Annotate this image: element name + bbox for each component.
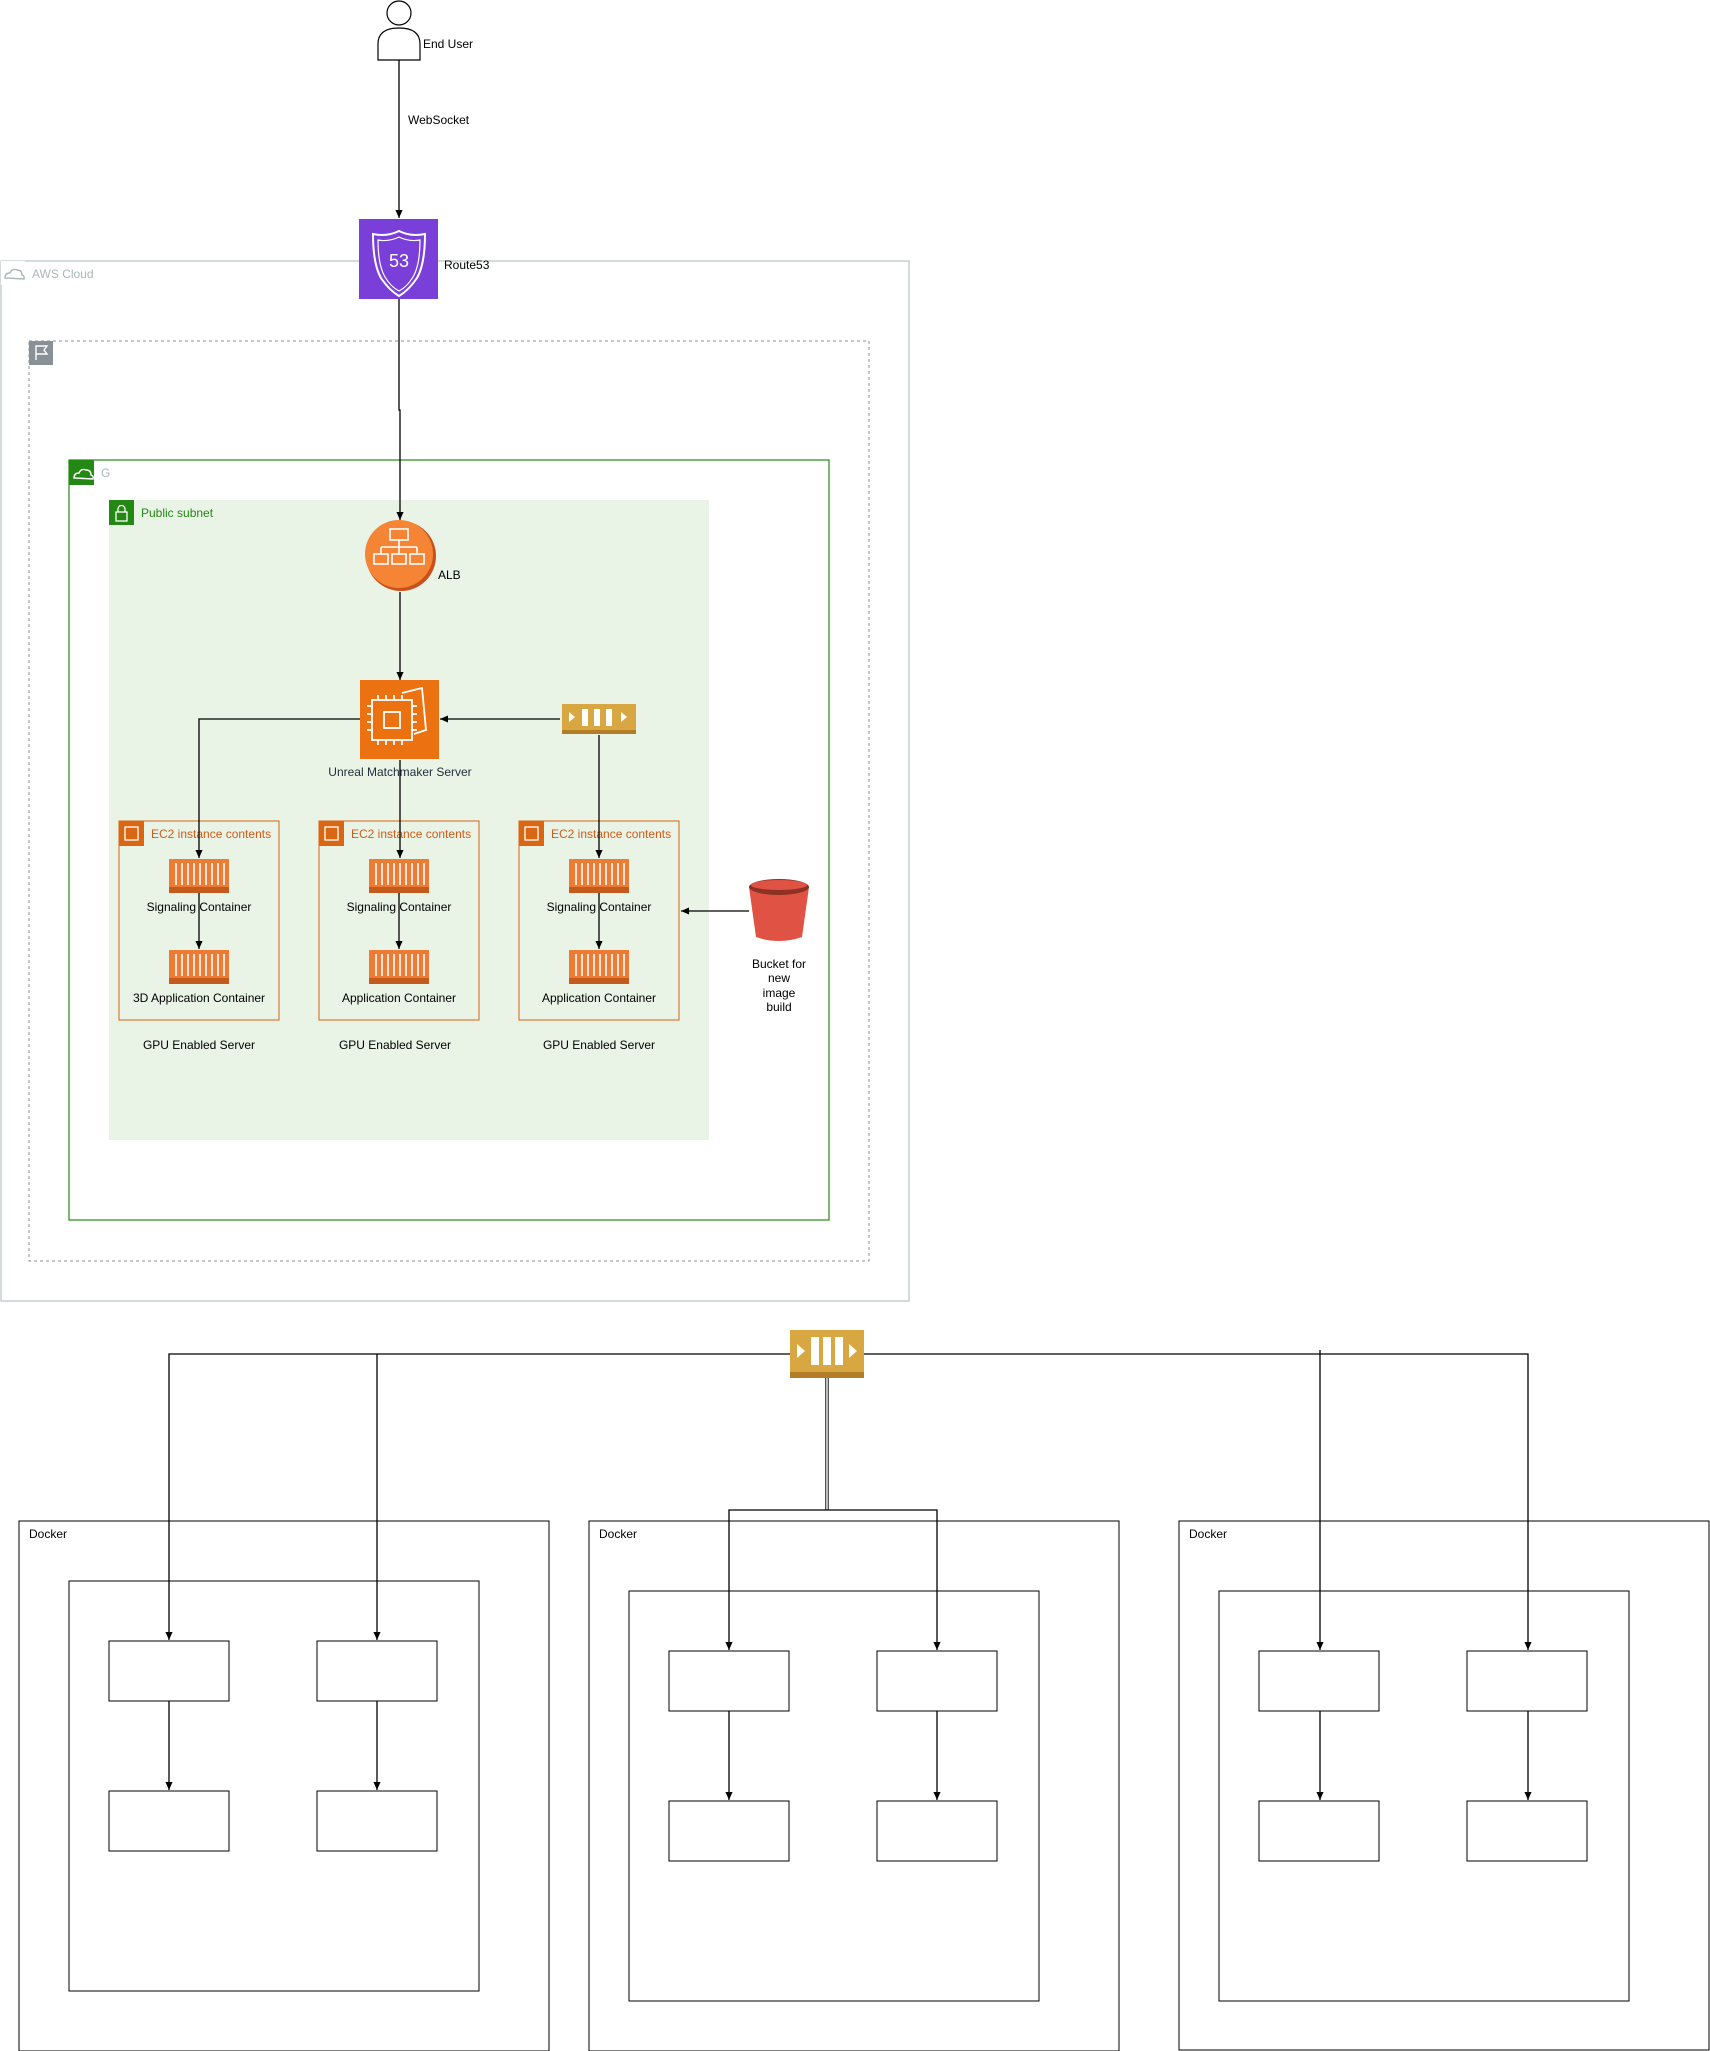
docker-node[interactable] [668,1800,790,1862]
alb-label: ALB [438,568,461,582]
gpu-server-label: GPU Enabled Server [543,1038,655,1052]
docker-node[interactable] [108,1640,230,1702]
route53-glyph: 53 [389,251,409,271]
route53-label: Route53 [444,258,490,272]
s3-bucket-icon[interactable] [749,879,809,941]
application-container-label: 3D Application Container [133,991,265,1005]
upper-edges [195,60,749,949]
end-user-label: End User [423,37,473,51]
flag-icon [29,341,53,365]
application-container-label: Application Container [542,991,656,1005]
ec2-group-3: EC2 instance contents [518,820,680,1021]
websocket-label: WebSocket [408,113,470,127]
bucket-label-line2: new [768,971,790,985]
container-icon[interactable] [568,858,630,894]
bucket-label-line1: Bucket for [752,957,806,971]
public-subnet-group: Public subnet [109,500,709,1140]
signaling-container-label: Signaling Container [147,900,252,914]
container-icon[interactable] [168,949,230,985]
docker-label: Docker [599,1527,637,1541]
user-icon[interactable] [377,0,421,61]
docker-node[interactable] [108,1790,230,1852]
gpu-server-label: GPU Enabled Server [143,1038,255,1052]
queue-icon[interactable] [562,704,636,734]
docker-label: Docker [29,1527,67,1541]
ec2-group-title: EC2 instance contents [551,827,671,841]
queue-icon[interactable] [790,1330,864,1378]
edge-queue-docker2-left [725,1509,827,1650]
docker-panel-3: Docker [1178,1520,1710,2051]
lock-icon [109,500,134,525]
ec2-group-title: EC2 instance contents [351,827,471,841]
region-group [28,340,870,1262]
ec2-group-icon [319,821,344,846]
edge-queue-docker2-right [827,1509,941,1650]
signaling-container-label: Signaling Container [547,900,652,914]
matchmaker-label: Unreal Matchmaker Server [328,765,471,779]
lower-edges [165,1350,1532,1800]
vpc-group: G [68,459,830,1221]
ec2-instance-icon[interactable] [360,680,439,759]
docker-node[interactable] [316,1790,438,1852]
docker-inner-frame [628,1590,1040,2002]
signaling-container-label: Signaling Container [347,900,452,914]
docker-inner-frame [1218,1590,1630,2002]
ec2-group-icon [519,821,544,846]
edge-matchmaker-signaling-1 [195,718,360,858]
public-subnet-label: Public subnet [141,506,214,520]
edge-route53-alb [396,299,404,520]
ec2-group-icon [119,821,144,846]
cloud-icon [1,261,25,285]
docker-label: Docker [1189,1527,1227,1541]
docker-node[interactable] [1258,1650,1380,1712]
docker-node[interactable] [1466,1800,1588,1862]
container-icon[interactable] [368,858,430,894]
container-icon[interactable] [368,949,430,985]
gpu-server-label: GPU Enabled Server [339,1038,451,1052]
ec2-group-2: EC2 instance contents [318,820,480,1021]
bucket-label-line4: build [766,1000,791,1014]
vpc-cloud-icon [69,460,94,485]
aws-cloud-label: AWS Cloud [32,267,94,281]
ec2-group-title: EC2 instance contents [151,827,271,841]
docker-node[interactable] [668,1650,790,1712]
load-balancer-icon[interactable] [365,520,436,591]
docker-node[interactable] [876,1800,998,1862]
docker-panel-2: Docker [588,1520,1120,2051]
vpc-group-label: G [101,466,110,480]
container-icon[interactable] [168,858,230,894]
docker-node[interactable] [316,1640,438,1702]
docker-inner-frame [68,1580,480,1992]
edge-queue-docker3-right [864,1353,1532,1650]
application-container-label: Application Container [342,991,456,1005]
edge-queue-docker1-left [165,1353,790,1640]
docker-node[interactable] [876,1650,998,1712]
aws-cloud-group: AWS Cloud [0,260,910,1302]
docker-panel-1: Docker [18,1520,550,2051]
route53-icon[interactable]: 53 [359,219,438,299]
bucket-label-line3: image [763,986,796,1000]
docker-node[interactable] [1258,1800,1380,1862]
container-icon[interactable] [568,949,630,985]
docker-node[interactable] [1466,1650,1588,1712]
